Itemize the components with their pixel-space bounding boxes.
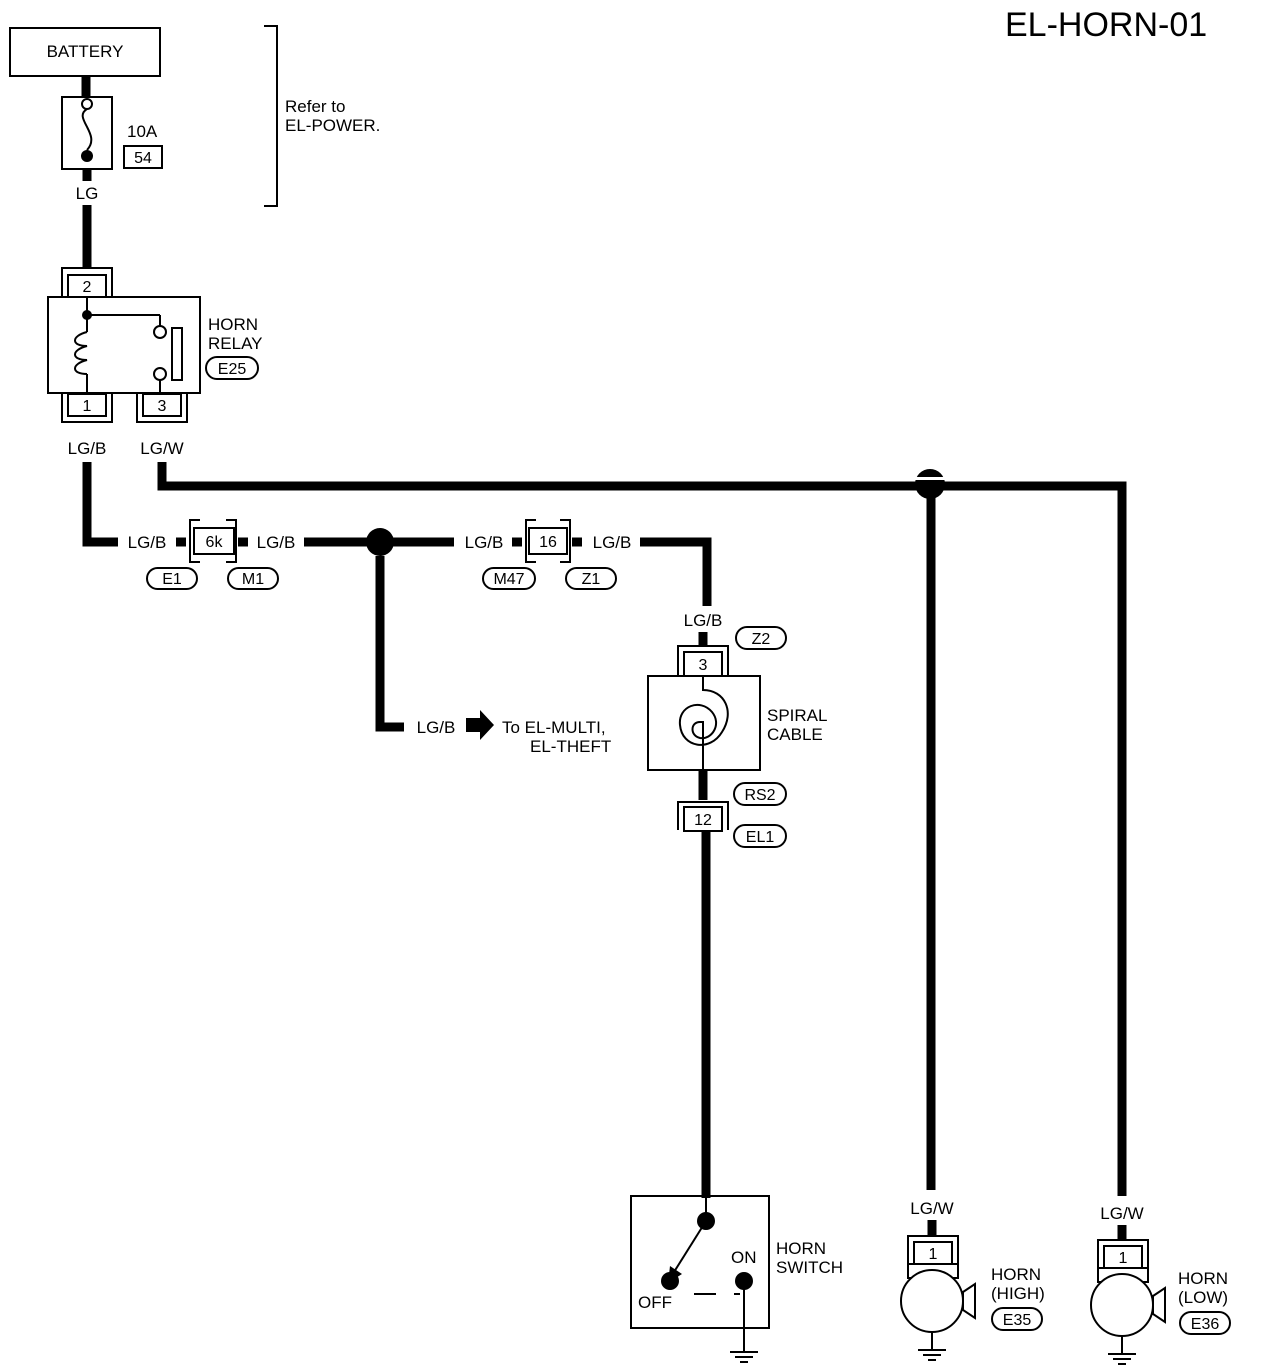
wire-label-horn-high: LG/W bbox=[910, 1199, 953, 1218]
relay-name-line1: HORN bbox=[208, 315, 258, 334]
spiral-pin-12: 12 bbox=[694, 812, 712, 829]
fuse-rating: 10A bbox=[127, 122, 158, 141]
branch-note-line1: To EL-MULTI, bbox=[502, 718, 606, 737]
branch-note-line2: EL-THEFT bbox=[530, 737, 611, 756]
wire-label-lgb-4: LG/B bbox=[593, 533, 632, 552]
connector-z2: Z2 bbox=[752, 631, 771, 648]
junction-dot-lgw bbox=[915, 469, 945, 499]
switch-off-label: OFF bbox=[638, 1293, 672, 1312]
battery-label: BATTERY bbox=[47, 42, 124, 61]
connector-m47: M47 bbox=[493, 571, 524, 588]
horn-low-name-line1: HORN bbox=[1178, 1269, 1228, 1288]
relay-pin-2: 2 bbox=[83, 279, 92, 296]
relay-pin-1: 1 bbox=[83, 398, 92, 415]
junction-dot-lgb bbox=[366, 528, 394, 556]
branch-to-el-multi: LG/B To EL-MULTI, EL-THEFT bbox=[417, 710, 611, 756]
wire-label-relay-lgw: LG/W bbox=[140, 439, 183, 458]
connector-6k: 6k E1 M1 bbox=[146, 519, 279, 590]
wire-label-lg: LG bbox=[76, 184, 99, 203]
horn-high-name-line1: HORN bbox=[991, 1265, 1041, 1284]
spiral-pin-3: 3 bbox=[699, 657, 708, 674]
connector-el1: EL1 bbox=[746, 829, 775, 846]
wire-lgw-bus bbox=[157, 462, 1127, 1196]
arrow-icon bbox=[466, 710, 494, 740]
relay-name-line2: RELAY bbox=[208, 334, 263, 353]
refer-bracket: Refer to EL-POWER. bbox=[264, 25, 380, 207]
wire-label-lgb-1: LG/B bbox=[128, 533, 167, 552]
horn-high-connector: E35 bbox=[1003, 1312, 1032, 1329]
switch-name-line1: HORN bbox=[776, 1239, 826, 1258]
wire-label-branch: LG/B bbox=[417, 718, 456, 737]
battery: BATTERY bbox=[9, 27, 161, 77]
connector-rs2: RS2 bbox=[744, 787, 775, 804]
wire-label-lgb-3: LG/B bbox=[465, 533, 504, 552]
wire-label-horn-low: LG/W bbox=[1100, 1204, 1143, 1223]
relay-pin-3: 3 bbox=[158, 398, 167, 415]
switch-on-label: ON bbox=[731, 1248, 757, 1267]
horn-low: LG/W 1 HORN (LOW) E36 bbox=[1090, 1204, 1231, 1365]
refer-note-line2: EL-POWER. bbox=[285, 116, 380, 135]
horn-low-connector: E36 bbox=[1191, 1316, 1220, 1333]
switch-name-line2: SWITCH bbox=[776, 1258, 843, 1277]
connector-16: 16 M47 Z1 bbox=[482, 519, 617, 590]
relay-connector: E25 bbox=[218, 361, 247, 378]
connector-m1: M1 bbox=[242, 571, 264, 588]
horn-relay: 2 HORN RELAY E25 1 3 bbox=[47, 267, 263, 423]
spiral-name-line2: CABLE bbox=[767, 725, 823, 744]
connector-16-pin: 16 bbox=[539, 534, 557, 551]
horn-high-pin: 1 bbox=[929, 1246, 938, 1263]
horn-low-pin: 1 bbox=[1119, 1250, 1128, 1267]
diagram-title: EL-HORN-01 bbox=[1005, 6, 1207, 44]
connector-e1: E1 bbox=[162, 571, 182, 588]
spiral-name-line1: SPIRAL bbox=[767, 706, 827, 725]
horn-low-name-line2: (LOW) bbox=[1178, 1288, 1228, 1307]
spiral-cable: LG/B Z2 3 SPIRAL CABLE RS2 12 EL1 bbox=[647, 611, 827, 1198]
fuse-number: 54 bbox=[134, 150, 152, 167]
wire-label-relay-lgb: LG/B bbox=[68, 439, 107, 458]
connector-z1: Z1 bbox=[582, 571, 601, 588]
fuse: 10A 54 bbox=[61, 96, 163, 170]
wire-lgb-line bbox=[82, 462, 712, 732]
connector-6k-pin: 6k bbox=[206, 534, 224, 551]
wire-label-spiral-lgb: LG/B bbox=[684, 611, 723, 630]
wire-label-lgb-2: LG/B bbox=[257, 533, 296, 552]
refer-note-line1: Refer to bbox=[285, 97, 345, 116]
horn-switch: OFF ON HORN SWITCH bbox=[630, 1195, 843, 1363]
horn-high-name-line2: (HIGH) bbox=[991, 1284, 1045, 1303]
horn-high: LG/W 1 HORN (HIGH) E35 bbox=[900, 1199, 1045, 1361]
